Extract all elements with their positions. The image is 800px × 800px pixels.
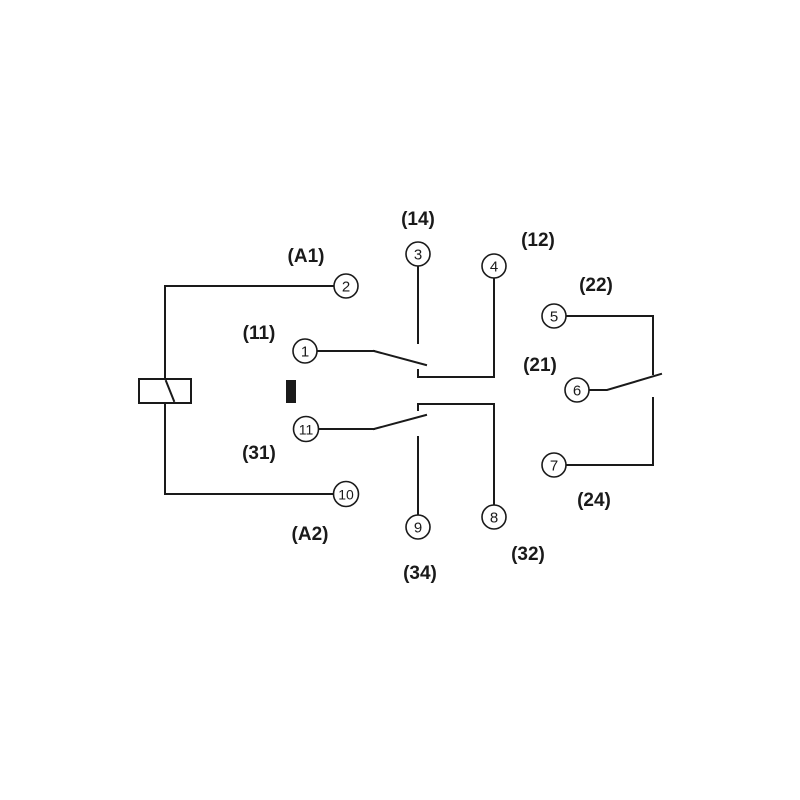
coil-slash (164, 379, 176, 403)
terminal-6-number: 6 (573, 383, 581, 400)
contact-set-1 (317, 266, 495, 378)
terminal-4: 4 (481, 253, 507, 279)
terminal-5-number: 5 (550, 309, 558, 326)
label-a2: (A2) (292, 524, 329, 545)
label-12: (12) (521, 230, 555, 251)
coil-circuit (138, 285, 334, 495)
wire-8 (417, 403, 495, 505)
label-11: (11) (243, 323, 276, 344)
terminal-9: 9 (405, 514, 431, 540)
terminal-1: 1 (292, 338, 318, 364)
wire-4 (417, 278, 495, 378)
wire-6 (589, 372, 663, 391)
terminal-8: 8 (481, 504, 507, 530)
relay-coil (138, 378, 192, 404)
terminal-2: 2 (333, 273, 359, 299)
terminal-10: 10 (332, 480, 360, 508)
terminal-5: 5 (541, 303, 567, 329)
label-32: (32) (511, 544, 545, 565)
label-34: (34) (403, 563, 437, 584)
terminal-7: 7 (541, 452, 567, 478)
label-24: (24) (577, 490, 611, 511)
terminal-6: 6 (564, 377, 590, 403)
terminal-1-number: 1 (301, 344, 309, 361)
terminal-2-number: 2 (342, 279, 350, 296)
terminal-7-number: 7 (550, 458, 558, 475)
coil-wire-bottom (164, 402, 334, 495)
terminal-11-number: 11 (299, 422, 314, 438)
terminal-11: 11 (292, 415, 320, 443)
contact-set-3 (319, 403, 495, 515)
wire-5 (566, 315, 654, 375)
terminal-4-number: 4 (490, 259, 498, 276)
wire-7 (566, 397, 654, 466)
mechanical-link-mark (286, 380, 296, 403)
switch-blade-3 (372, 413, 428, 431)
terminal-10-number: 10 (338, 487, 354, 503)
label-31: (31) (242, 443, 276, 464)
label-22: (22) (579, 275, 613, 296)
contact-set-2 (566, 315, 663, 466)
switch-blade-1 (372, 349, 428, 367)
label-21: (21) (523, 355, 557, 376)
terminal-3: 3 (405, 241, 431, 267)
terminal-3-number: 3 (414, 247, 422, 264)
label-a1: (A1) (288, 246, 325, 267)
coil-wire-top (164, 285, 334, 380)
terminal-9-number: 9 (414, 520, 422, 537)
label-14: (14) (401, 209, 435, 230)
terminal-8-number: 8 (490, 510, 498, 527)
